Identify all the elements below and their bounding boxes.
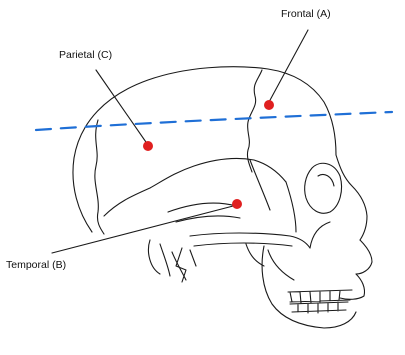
coronal-suture bbox=[247, 70, 262, 172]
parietal-leader-line bbox=[96, 70, 148, 145]
nasal-outline bbox=[356, 240, 372, 274]
lower-teeth bbox=[290, 302, 348, 313]
frontal-leader-line bbox=[269, 30, 308, 102]
temporal-leader-line bbox=[52, 205, 237, 253]
frontal-label: Frontal (A) bbox=[281, 8, 331, 20]
parietal-point bbox=[143, 141, 153, 151]
temporal-label: Temporal (B) bbox=[6, 259, 66, 271]
frontal-point bbox=[264, 100, 274, 110]
squamous-suture bbox=[104, 158, 286, 216]
cranium-outline bbox=[73, 67, 336, 232]
temporal-point bbox=[232, 199, 242, 209]
lambdoid-suture bbox=[95, 120, 104, 234]
upper-teeth bbox=[288, 290, 352, 303]
parietal-label: Parietal (C) bbox=[59, 49, 112, 61]
mandible-outline bbox=[262, 246, 356, 328]
orbit-outline bbox=[305, 163, 342, 213]
